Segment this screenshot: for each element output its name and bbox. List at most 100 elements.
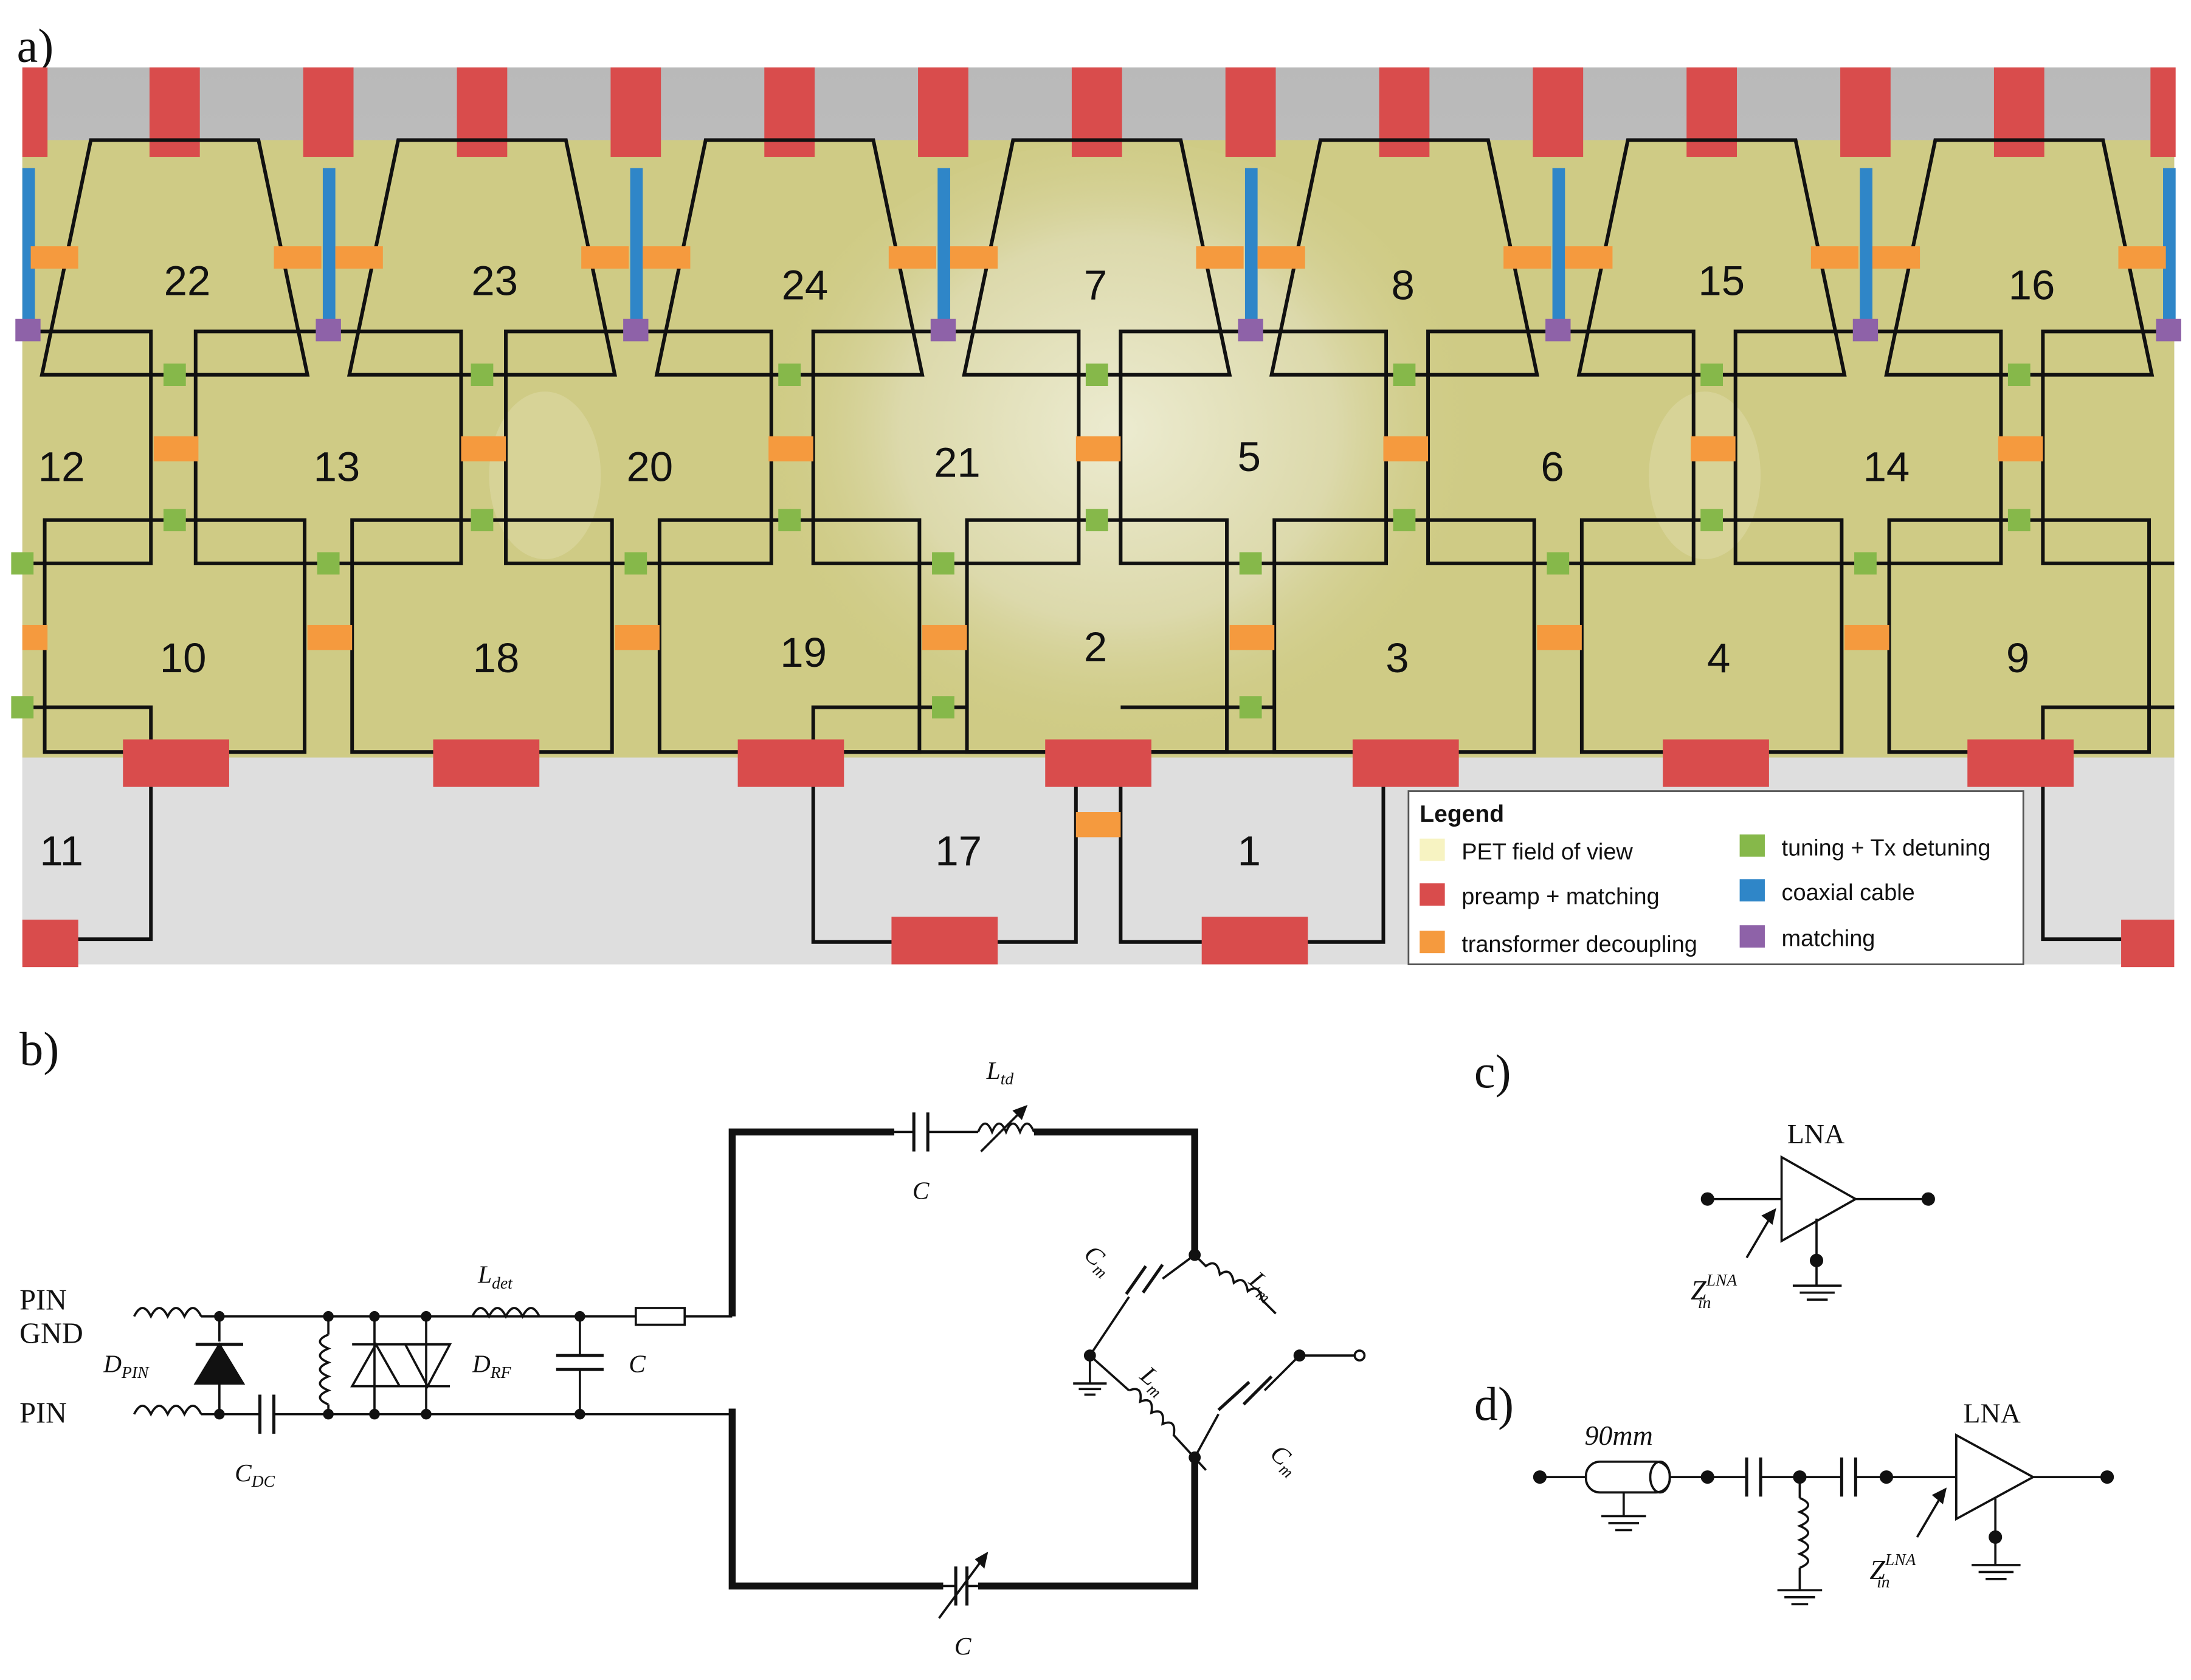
matching-block bbox=[1238, 318, 1263, 342]
transformer-block bbox=[335, 246, 383, 269]
preamp-block bbox=[1967, 739, 2074, 787]
transformer-block bbox=[922, 625, 967, 650]
label-pin: PIN bbox=[19, 1397, 67, 1429]
tuning-block bbox=[2007, 509, 2031, 532]
preamp-block bbox=[22, 67, 48, 157]
label-c-shunt: C bbox=[629, 1350, 646, 1378]
tuning-block bbox=[2007, 363, 2031, 386]
tuning-block bbox=[1239, 552, 1262, 575]
coil-number: 3 bbox=[1385, 635, 1409, 681]
coil-outline bbox=[40, 138, 310, 377]
tuning-block bbox=[1393, 509, 1416, 532]
tuning-block bbox=[932, 552, 954, 575]
tuning-block bbox=[11, 552, 34, 575]
tuning-block bbox=[1700, 363, 1723, 386]
legend-item-label: tuning + Tx detuning bbox=[1782, 835, 1991, 861]
label-l-m1: Lm bbox=[1241, 1265, 1282, 1307]
coil-outline bbox=[654, 138, 925, 377]
coil-loop bbox=[728, 1128, 1198, 1590]
detuning-circuit bbox=[133, 1307, 733, 1434]
coil-number: 5 bbox=[1238, 433, 1261, 480]
preamp-block bbox=[123, 739, 229, 787]
coil-number: 8 bbox=[1391, 261, 1414, 308]
preamp-block bbox=[433, 739, 540, 787]
label-c-m2: Cm bbox=[1263, 1439, 1305, 1482]
capacitor-c-top bbox=[894, 1112, 978, 1152]
coax-cable bbox=[937, 168, 950, 325]
coax-cable bbox=[322, 168, 336, 325]
label-l-det: Ldet bbox=[477, 1261, 513, 1292]
preamp-block bbox=[22, 920, 78, 968]
coil-number: 23 bbox=[471, 258, 518, 305]
legend-item-label: preamp + matching bbox=[1461, 884, 1660, 910]
panel-a-label: a) bbox=[17, 19, 54, 72]
preamp-block bbox=[1379, 67, 1430, 157]
legend-item-label: coaxial cable bbox=[1782, 880, 1915, 906]
label-d-rf: DRF bbox=[472, 1350, 512, 1382]
panel-b-label: b) bbox=[19, 1022, 59, 1075]
transformer-block bbox=[643, 246, 691, 269]
preamp-block bbox=[1533, 67, 1584, 157]
tuning-block bbox=[11, 696, 34, 719]
label-pin-gnd-2: GND bbox=[19, 1317, 83, 1349]
matching-network bbox=[1073, 1248, 1366, 1471]
label-c-lna: LNA bbox=[1787, 1118, 1844, 1149]
transformer-block bbox=[1998, 436, 2043, 462]
inductor-ltd bbox=[977, 1104, 1035, 1152]
transformer-block bbox=[1075, 812, 1121, 838]
label-d-cable: 90mm bbox=[1584, 1420, 1652, 1451]
tuning-block bbox=[778, 509, 801, 532]
preamp-block bbox=[1993, 67, 2044, 157]
tuning-block bbox=[163, 509, 186, 532]
tuning-block bbox=[163, 363, 186, 386]
coil-number: 14 bbox=[1863, 443, 1910, 490]
coil-number: 22 bbox=[164, 258, 211, 305]
coil-outline bbox=[2041, 752, 2124, 942]
coil-number: 6 bbox=[1541, 443, 1564, 490]
transformer-block bbox=[768, 436, 813, 462]
legend-box bbox=[1407, 790, 2024, 965]
coax-cable bbox=[1244, 168, 1258, 325]
preamp-block bbox=[1071, 67, 1122, 157]
label-d-lna: LNA bbox=[1963, 1397, 2020, 1428]
tuning-block bbox=[778, 363, 801, 386]
legend-swatch bbox=[1739, 834, 1765, 857]
transformer-block bbox=[30, 246, 78, 269]
coil-number: 20 bbox=[626, 443, 673, 490]
coil-number: 2 bbox=[1084, 624, 1107, 670]
matching-block bbox=[1852, 318, 1879, 342]
label-l-m2: Lm bbox=[1133, 1360, 1173, 1402]
preamp-block bbox=[2121, 920, 2175, 968]
transformer-block bbox=[1229, 625, 1275, 650]
capacitor-c-bottom bbox=[938, 1551, 989, 1619]
transformer-block bbox=[1503, 246, 1551, 269]
circuit-c bbox=[1700, 1155, 1935, 1301]
preamp-block bbox=[737, 739, 844, 787]
transformer-block bbox=[307, 625, 353, 650]
legend-item-label: matching bbox=[1782, 926, 1875, 952]
coil-outline bbox=[1884, 138, 2155, 377]
transformer-block bbox=[1537, 625, 1582, 650]
transformer-block bbox=[1844, 625, 1889, 650]
coil-number: 12 bbox=[38, 443, 85, 490]
legend-item-label: transformer decoupling bbox=[1461, 932, 1697, 957]
legend-swatch bbox=[1420, 883, 1445, 906]
transformer-block bbox=[1383, 436, 1429, 462]
circuit-d bbox=[1533, 1433, 2114, 1606]
coil-outline bbox=[2041, 705, 2175, 752]
component-blocks bbox=[11, 246, 2181, 968]
transformer-block bbox=[1257, 246, 1305, 269]
legend-swatch bbox=[1739, 925, 1765, 948]
tuning-block bbox=[471, 363, 494, 386]
coil-outline bbox=[1269, 138, 1539, 377]
transformer-block bbox=[615, 625, 660, 650]
label-l-td: Ltd bbox=[986, 1056, 1014, 1088]
matching-block bbox=[623, 318, 649, 342]
legend-swatch bbox=[1739, 879, 1765, 902]
preamp-block bbox=[891, 917, 998, 965]
coil-outline bbox=[69, 752, 153, 942]
